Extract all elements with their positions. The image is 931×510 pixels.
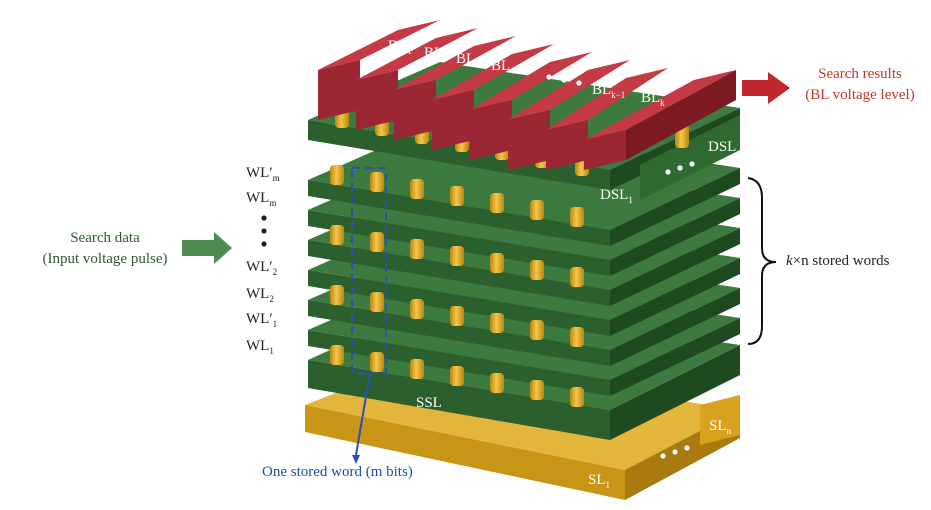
label-dsl1: DSL1 — [600, 187, 633, 205]
label-blk1: BLk−1 — [592, 82, 626, 100]
label-bl1: BL1 — [388, 38, 412, 56]
label-wl-2: WL2 — [246, 286, 274, 304]
dsl-segment — [640, 135, 700, 200]
search-data-line2: (Input voltage pulse) — [42, 251, 168, 267]
label-wl-m-prime: WL′m — [246, 165, 280, 183]
bitline-4 — [432, 44, 554, 150]
search-data-label: Search data (Input voltage pulse) — [20, 228, 190, 270]
label-wl-1: WL1 — [246, 338, 274, 356]
label-wl-m: WLm — [246, 190, 277, 208]
search-data-line1: Search data — [70, 230, 140, 246]
search-data-arrow — [182, 232, 232, 264]
source-line-n — [700, 395, 740, 445]
label-bl2: BL2 — [424, 45, 448, 63]
one-stored-word-label: One stored word (m bits) — [262, 464, 413, 480]
search-results-label: Search results (BL voltage level) — [790, 64, 930, 106]
bitline-8 — [584, 70, 736, 170]
label-ssl: SSL — [416, 395, 442, 411]
bit-lines — [318, 20, 736, 170]
label-wl-1-prime: WL′1 — [246, 311, 278, 329]
ellipsis-dots — [546, 74, 695, 459]
bitline-5 — [470, 52, 592, 160]
dsl-segment-2 — [700, 115, 740, 170]
stored-words-brace — [747, 177, 777, 345]
search-results-line1: Search results — [818, 66, 902, 82]
bitline-7 — [546, 68, 668, 170]
bitline-1 — [318, 20, 440, 120]
bitline-2 — [356, 28, 478, 130]
bitline-6 — [508, 60, 630, 170]
label-sl1: SL1 — [588, 472, 611, 490]
label-wl-2-prime: WL′2 — [246, 259, 278, 277]
channel-pillars — [330, 165, 584, 407]
search-results-line2: (BL voltage level) — [805, 87, 915, 103]
search-results-arrow — [742, 72, 790, 104]
label-dsl: DSL — [708, 139, 737, 155]
bitline-3 — [394, 36, 516, 140]
label-bl4: BL4 — [491, 58, 515, 76]
label-blk: BLk — [641, 90, 665, 108]
wl-ellipsis-dots — [261, 215, 267, 247]
source-line-front — [305, 405, 625, 500]
label-bl3: BL3 — [456, 51, 480, 69]
stored-word-outline — [351, 167, 387, 464]
label-sln: SLn — [709, 418, 732, 436]
stored-words-label: k×n stored words — [786, 253, 890, 269]
